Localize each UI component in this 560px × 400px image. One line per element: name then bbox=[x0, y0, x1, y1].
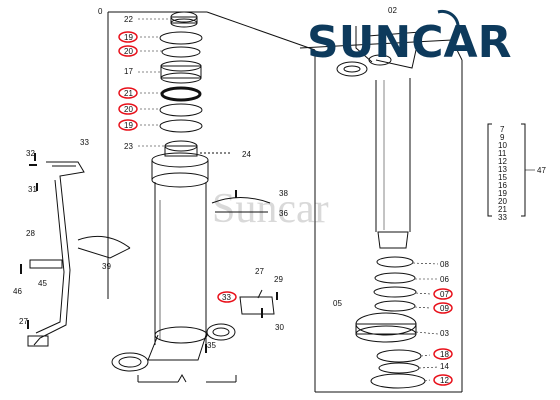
highlight-ring bbox=[118, 103, 138, 115]
svg-text:33: 33 bbox=[498, 213, 507, 222]
rod-leader-lines bbox=[412, 262, 439, 382]
svg-text:11: 11 bbox=[498, 149, 507, 158]
svg-text:18: 18 bbox=[440, 350, 449, 359]
svg-text:32: 32 bbox=[26, 149, 35, 158]
svg-text:7: 7 bbox=[500, 125, 505, 134]
svg-text:39: 39 bbox=[102, 262, 111, 271]
svg-text:21: 21 bbox=[498, 205, 507, 214]
suncar-logo: SUNCAR bbox=[307, 9, 511, 68]
highlight-rings bbox=[118, 31, 453, 386]
svg-text:9: 9 bbox=[500, 133, 505, 142]
seal-stack-left bbox=[159, 11, 232, 157]
highlight-ring bbox=[118, 87, 138, 99]
svg-text:09: 09 bbox=[440, 304, 449, 313]
sun-mark-icon bbox=[437, 9, 460, 31]
svg-text:19: 19 bbox=[124, 33, 133, 42]
cylinder-body bbox=[111, 152, 237, 383]
svg-text:35: 35 bbox=[207, 341, 216, 350]
svg-text:15: 15 bbox=[498, 173, 507, 182]
svg-text:24: 24 bbox=[242, 150, 251, 159]
small-screws bbox=[20, 153, 278, 353]
kit-parts-list: 47 7 9 10 11 12 13 15 16 19 20 21 33 bbox=[487, 123, 546, 222]
svg-text:46: 46 bbox=[13, 287, 22, 296]
svg-text:47: 47 bbox=[537, 166, 546, 175]
left-leader-lines bbox=[138, 18, 170, 147]
highlight-ring bbox=[217, 291, 237, 303]
svg-text:33: 33 bbox=[80, 138, 89, 147]
side-part-labels: 33 32 31 28 39 46 45 27 36 38 33 27 29 3… bbox=[13, 138, 288, 350]
svg-text:10: 10 bbox=[498, 141, 507, 150]
svg-text:19: 19 bbox=[124, 121, 133, 130]
svg-text:14: 14 bbox=[440, 362, 449, 371]
svg-text:17: 17 bbox=[124, 67, 133, 76]
highlight-ring bbox=[118, 45, 138, 57]
svg-text:30: 30 bbox=[275, 323, 284, 332]
svg-text:29: 29 bbox=[274, 275, 283, 284]
svg-text:28: 28 bbox=[26, 229, 35, 238]
svg-text:20: 20 bbox=[498, 197, 507, 206]
svg-text:38: 38 bbox=[279, 189, 288, 198]
svg-text:19: 19 bbox=[498, 189, 507, 198]
svg-text:27: 27 bbox=[255, 267, 264, 276]
svg-text:08: 08 bbox=[440, 260, 449, 269]
watermark: Suncar bbox=[212, 186, 329, 232]
svg-text:16: 16 bbox=[498, 181, 507, 190]
assembly-label-right: 02 bbox=[388, 6, 397, 15]
svg-text:03: 03 bbox=[440, 329, 449, 338]
svg-text:SUNCAR: SUNCAR bbox=[307, 17, 511, 68]
svg-text:07: 07 bbox=[440, 290, 449, 299]
highlight-ring bbox=[433, 348, 453, 360]
highlight-ring bbox=[118, 31, 138, 43]
highlight-ring bbox=[433, 374, 453, 386]
svg-text:12: 12 bbox=[498, 157, 507, 166]
assembly-frames bbox=[107, 11, 463, 393]
svg-text:12: 12 bbox=[440, 376, 449, 385]
svg-text:31: 31 bbox=[28, 185, 37, 194]
piston-rod bbox=[336, 26, 426, 389]
svg-text:20: 20 bbox=[124, 105, 133, 114]
svg-text:05: 05 bbox=[333, 299, 342, 308]
svg-text:06: 06 bbox=[440, 275, 449, 284]
highlight-ring bbox=[433, 288, 453, 300]
highlight-ring bbox=[118, 119, 138, 131]
svg-text:36: 36 bbox=[279, 209, 288, 218]
rod-part-labels: 08 06 07 09 03 18 14 12 05 bbox=[333, 260, 449, 385]
svg-text:21: 21 bbox=[124, 89, 133, 98]
svg-text:22: 22 bbox=[124, 15, 133, 24]
left-column-labels: 22 19 20 17 21 20 19 23 24 bbox=[124, 15, 251, 159]
svg-text:13: 13 bbox=[498, 165, 507, 174]
pipe-assembly bbox=[27, 161, 275, 347]
svg-text:45: 45 bbox=[38, 279, 47, 288]
svg-text:27: 27 bbox=[19, 317, 28, 326]
svg-text:20: 20 bbox=[124, 47, 133, 56]
svg-text:33: 33 bbox=[222, 293, 231, 302]
svg-text:23: 23 bbox=[124, 142, 133, 151]
assembly-label-left: 0 bbox=[98, 7, 103, 16]
highlight-ring bbox=[433, 302, 453, 314]
